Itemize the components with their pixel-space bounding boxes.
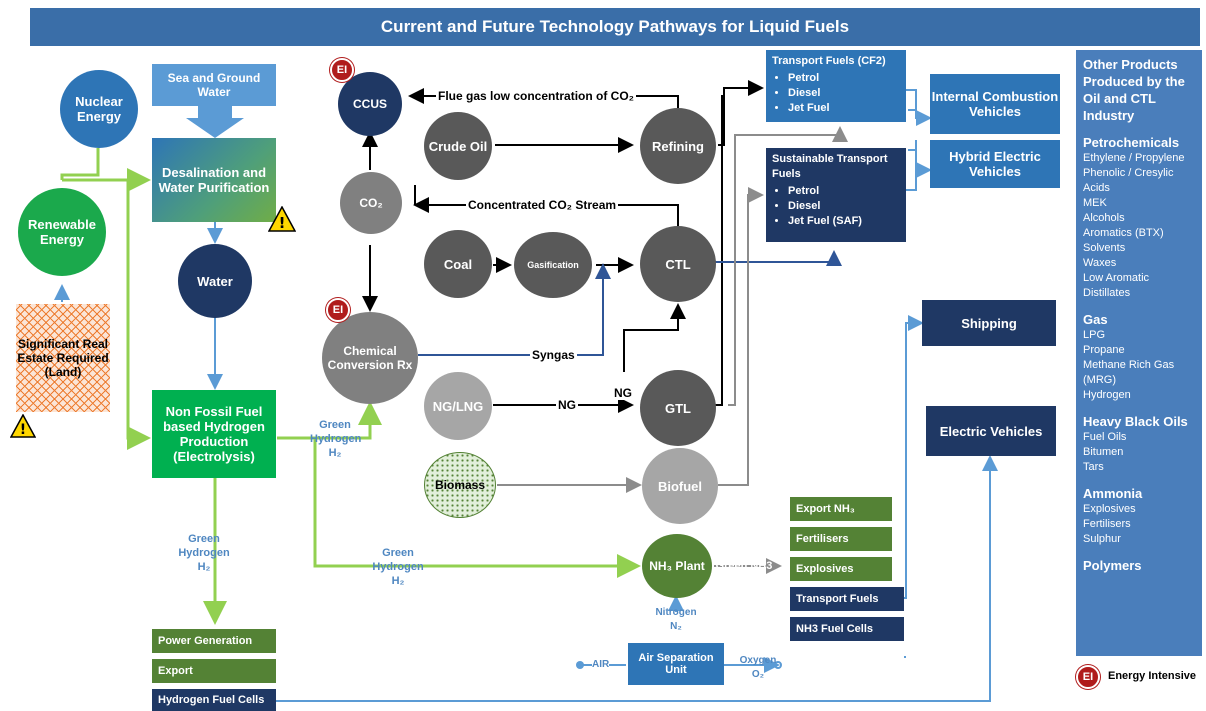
down-arrow-icon [186,104,244,138]
ei-badge: EI [330,58,354,82]
shipping-box: Shipping [922,300,1056,346]
ng-label: NG [556,398,578,412]
export-box: Export [152,659,276,683]
sustainable-fuels-box: Sustainable Transport Fuels Petrol Diese… [766,148,906,242]
group-title: Heavy Black Oils [1083,414,1188,429]
ei-badge: EI [326,298,350,322]
group-title: Gas [1083,312,1108,327]
nh3-plant-node: NH₃ Plant [642,534,712,598]
fertilisers-box: Fertilisers [790,527,892,551]
explosives-box: Explosives [790,557,892,581]
fuel-item: Petrol [788,184,900,199]
power-generation-box: Power Generation [152,629,276,653]
ice-vehicles-box: Internal Combustion Vehicles [930,74,1060,134]
gtl-node: GTL [640,370,716,446]
green-hydrogen-label: Green Hydrogen H₂ [310,419,362,459]
hybrid-vehicles-box: Hybrid Electric Vehicles [930,140,1060,188]
crude-oil-node: Crude Oil [424,112,492,180]
water-node: Water [178,244,252,318]
product-item: LPG [1083,329,1106,341]
product-item: Phenolic / Cresylic Acids [1083,167,1174,194]
product-item: MEK [1083,197,1107,209]
svg-text:!: ! [20,422,26,438]
renewable-energy-node: Renewable Energy [18,188,106,276]
product-item: Explosives [1083,503,1136,515]
fuel-item: Diesel [788,199,900,214]
product-item: Methane Rich Gas (MRG) [1083,359,1175,386]
oxygen-label: Oxygen O₂ [739,655,777,680]
product-item: Sulphur [1083,533,1121,545]
export-nh3-box: Export NH₃ [790,497,892,521]
fuel-item: Jet Fuel [788,101,900,116]
product-item: Propane [1083,344,1125,356]
svg-text:!: ! [279,214,286,232]
nh3-fuel-cells-box: NH3 Fuel Cells [790,617,904,641]
coal-node: Coal [424,230,492,298]
ccus-node: CCUS [338,72,402,136]
air-separation-box: Air Separation Unit [628,643,724,685]
fuel-item: Diesel [788,86,900,101]
fuel-item: Petrol [788,71,900,86]
green-hydrogen-label: Green Hydrogen H₂ [178,533,230,573]
product-item: Fuel Oils [1083,431,1127,443]
product-item: Bitumen [1083,446,1124,458]
side-panel-heading: Other Products Produced by the Oil and C… [1083,57,1185,123]
transport-fuels-box: Transport Fuels [790,587,904,611]
product-item: Ethylene / Propylene [1083,152,1185,164]
sea-ground-water-box: Sea and Ground Water [152,64,276,106]
product-item: Solvents [1083,242,1126,254]
transport-fuels-cf2-box: Transport Fuels (CF2) Petrol Diesel Jet … [766,50,906,122]
warning-icon: ! [268,206,296,232]
product-item: Aromatics (BTX) [1083,227,1164,239]
ctl-node: CTL [640,226,716,302]
desalination-box: Desalination and Water Purification [152,138,276,222]
hydrogen-production-box: Non Fossil Fuel based Hydrogen Productio… [152,390,276,478]
nitrogen-label: Nitrogen N₂ [655,607,697,632]
fuel-item: Jet Fuel (SAF) [788,214,900,229]
other-products-panel: Other Products Produced by the Oil and C… [1076,50,1202,656]
legend-text: Energy Intensive [1108,670,1197,682]
refining-node: Refining [640,108,716,184]
product-item: Alcohols [1083,212,1125,224]
legend-ei-badge: EI [1076,665,1100,689]
product-item: Fertilisers [1083,518,1131,530]
product-item: Low Aromatic Distillates [1083,272,1150,299]
group-title: Ammonia [1083,486,1143,501]
land-requirement-box: Significant Real Estate Required (Land) [16,304,110,412]
ng-lng-node: NG/LNG [424,372,492,440]
co2-node: CO₂ [340,172,402,234]
biofuel-node: Biofuel [642,448,718,524]
nuclear-energy-node: Nuclear Energy [60,70,138,148]
product-item: Tars [1083,461,1104,473]
group-title: Polymers [1083,558,1142,573]
diagram-title: Current and Future Technology Pathways f… [30,8,1200,46]
biomass-node: Biomass [424,452,496,518]
sustainable-fuels-title: Sustainable Transport Fuels [772,153,888,180]
flue-gas-label: Flue gas low concentration of CO₂ [436,89,637,103]
product-item: Waxes [1083,257,1117,269]
syngas-label: Syngas [530,348,577,362]
electric-vehicles-box: Electric Vehicles [926,406,1056,456]
warning-icon: ! [10,414,36,438]
gasification-node: Gasification [514,232,592,298]
green-hydrogen-label: Green Hydrogen H₂ [372,547,424,587]
transport-fuels-title: Transport Fuels (CF2) [772,55,886,67]
group-title: Petrochemicals [1083,135,1180,150]
product-item: Hydrogen [1083,389,1131,401]
hydrogen-fuel-cells-box: Hydrogen Fuel Cells [152,689,276,711]
green-nh3-label: Green NH3 [715,560,773,572]
concentrated-co2-label: Concentrated CO₂ Stream [466,198,619,212]
chemical-conversion-node: Chemical Conversion Rx [322,312,418,404]
air-label: AIR [592,658,610,672]
ng-label: NG [612,386,634,400]
